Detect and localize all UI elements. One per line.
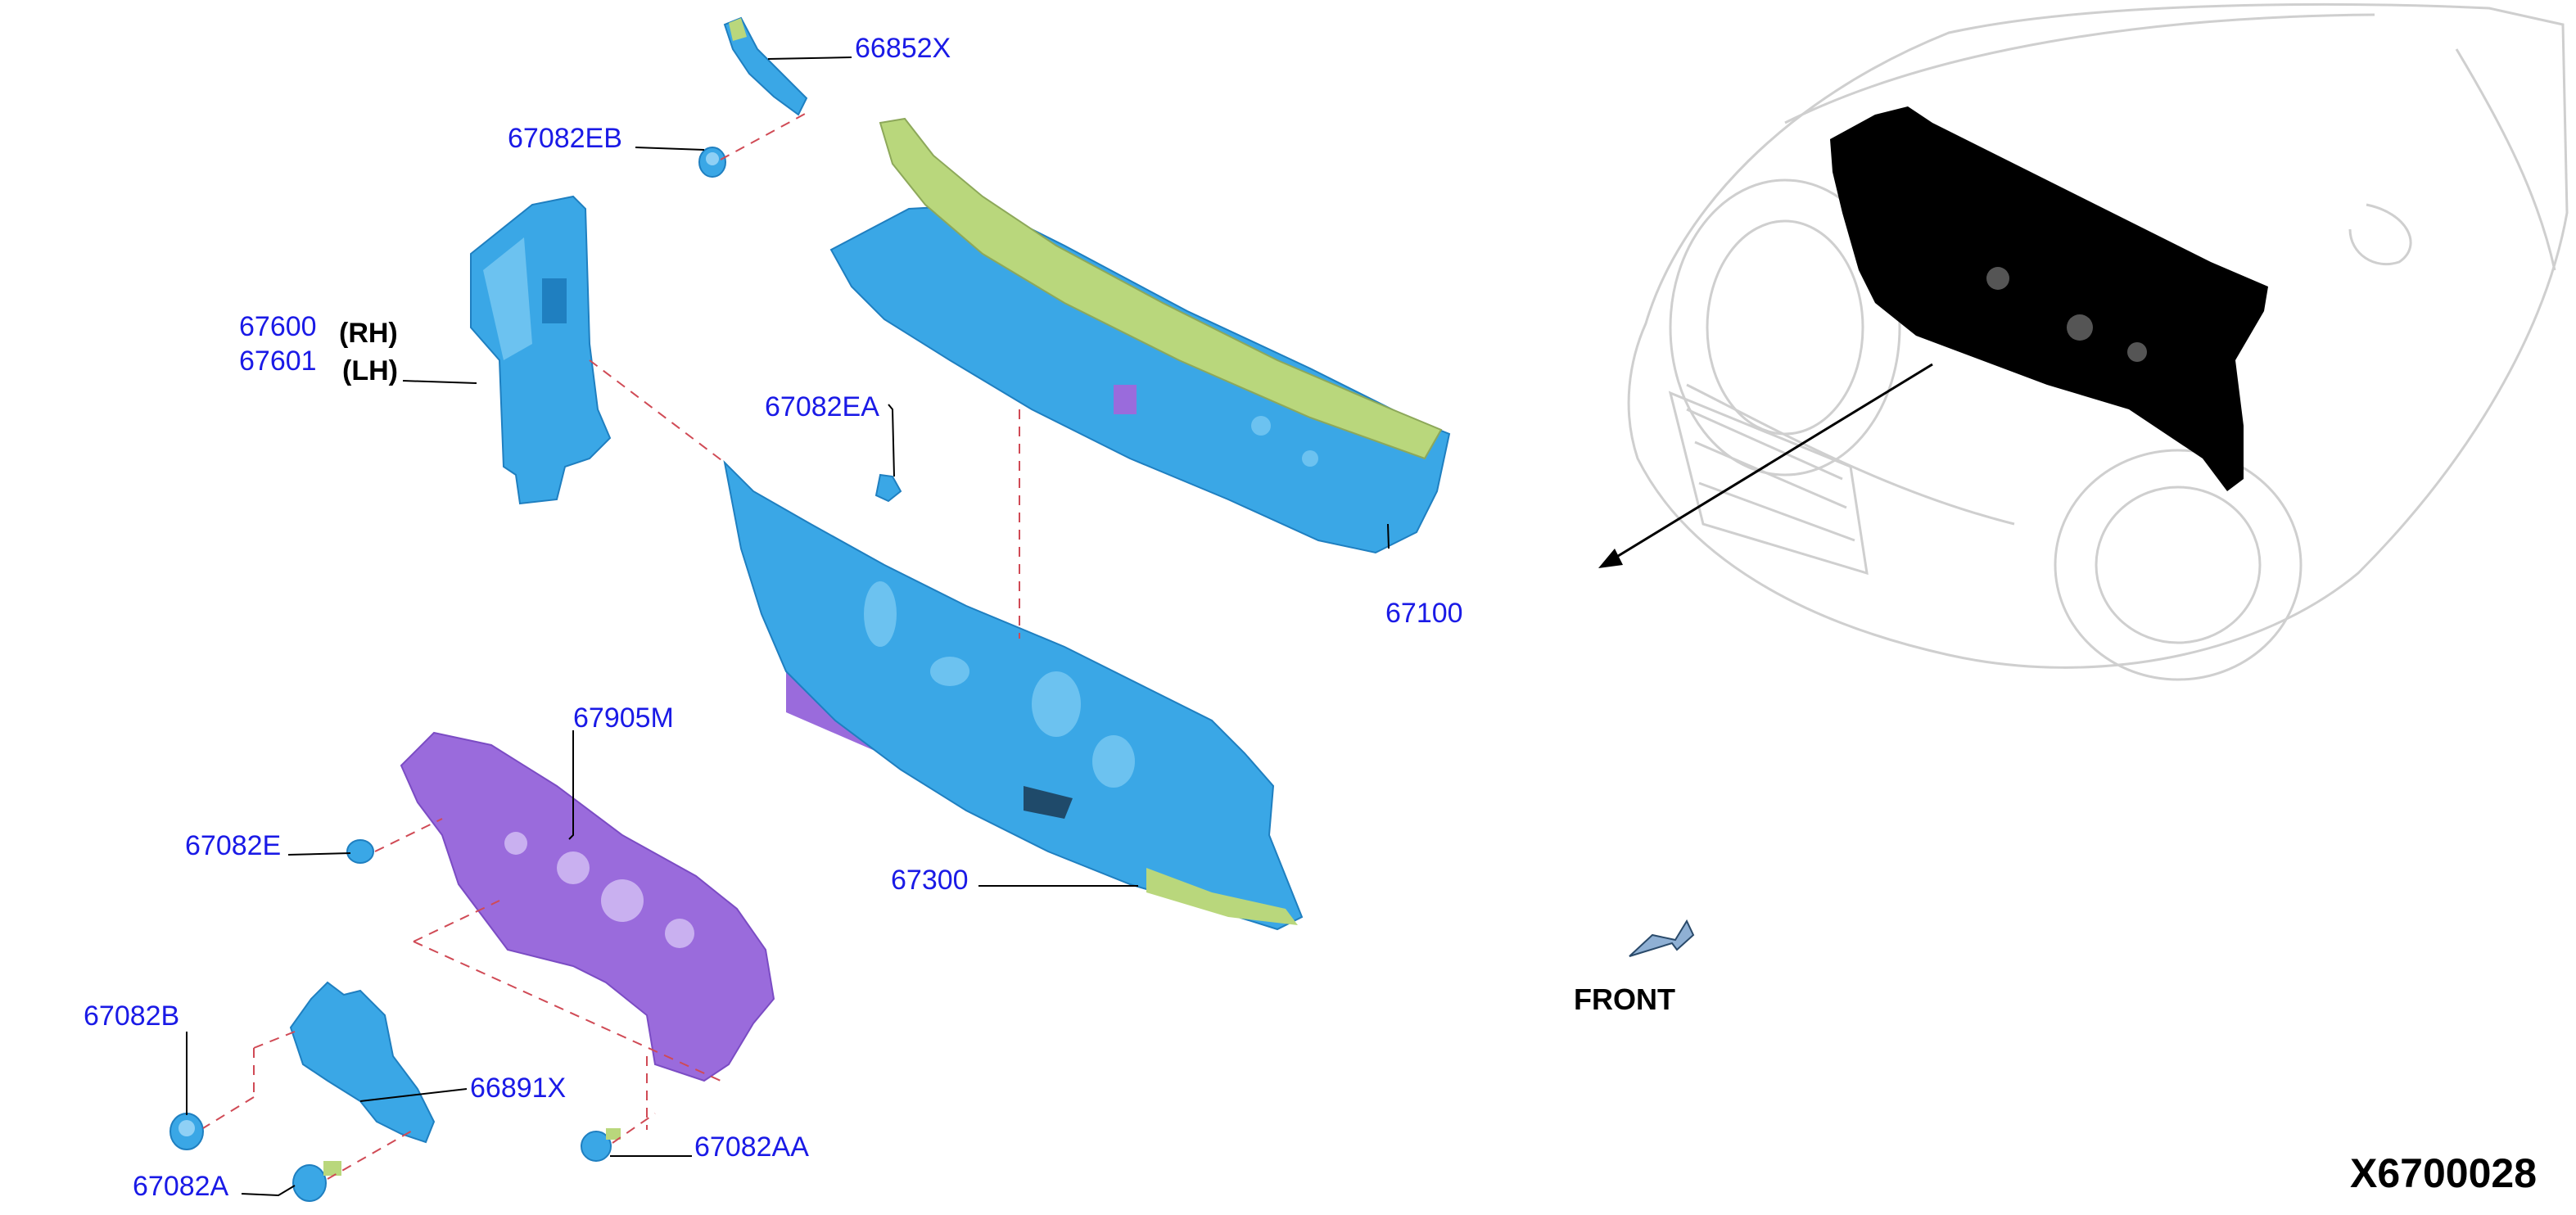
callout-66891X: 66891X bbox=[470, 1073, 566, 1104]
callout-67300: 67300 bbox=[891, 865, 969, 896]
part-67082A bbox=[292, 1161, 341, 1202]
callout-67600: 67600 bbox=[239, 311, 317, 342]
dash-panel-assembly-highlight bbox=[1830, 106, 2268, 491]
part-66891X bbox=[289, 981, 436, 1144]
callout-67082A: 67082A bbox=[133, 1171, 229, 1202]
vehicle-outline bbox=[1627, 2, 2569, 681]
assembly-guides bbox=[202, 112, 1020, 1180]
part-66852X bbox=[723, 16, 808, 116]
callout-67100: 67100 bbox=[1385, 598, 1463, 629]
callout-67905M: 67905M bbox=[573, 702, 674, 734]
callout-labels: 66852X 67082EB 67600 (RH) 67601 (LH) 670… bbox=[84, 33, 1463, 1202]
front-indicator: FRONT bbox=[1574, 919, 1695, 1016]
callout-67601: 67601 bbox=[239, 346, 317, 377]
direction-arrow-icon bbox=[1598, 363, 1933, 568]
part-67300 bbox=[723, 459, 1304, 931]
side-note-rh: (RH) bbox=[339, 318, 398, 349]
side-note-lh: (LH) bbox=[342, 355, 398, 386]
callout-66852X: 66852X bbox=[855, 33, 951, 64]
part-67082B bbox=[169, 1113, 204, 1150]
leader-lines bbox=[186, 56, 1390, 1197]
part-67905M bbox=[400, 731, 775, 1082]
diagram-id: X6700028 bbox=[2350, 1150, 2537, 1196]
part-67082E bbox=[346, 839, 374, 864]
front-label: FRONT bbox=[1574, 982, 1675, 1016]
callout-67082E: 67082E bbox=[185, 830, 281, 861]
front-arrow-icon bbox=[1629, 919, 1695, 957]
callout-67082B: 67082B bbox=[84, 1000, 179, 1032]
callout-67082AA: 67082AA bbox=[694, 1131, 809, 1163]
part-67082AA bbox=[581, 1128, 621, 1162]
part-67100 bbox=[829, 117, 1451, 554]
part-67082EB bbox=[698, 147, 726, 178]
part-67600-67601 bbox=[470, 195, 612, 505]
callout-67082EB: 67082EB bbox=[508, 123, 622, 154]
part-67082EA bbox=[874, 473, 902, 503]
callout-67082EA: 67082EA bbox=[765, 391, 879, 422]
